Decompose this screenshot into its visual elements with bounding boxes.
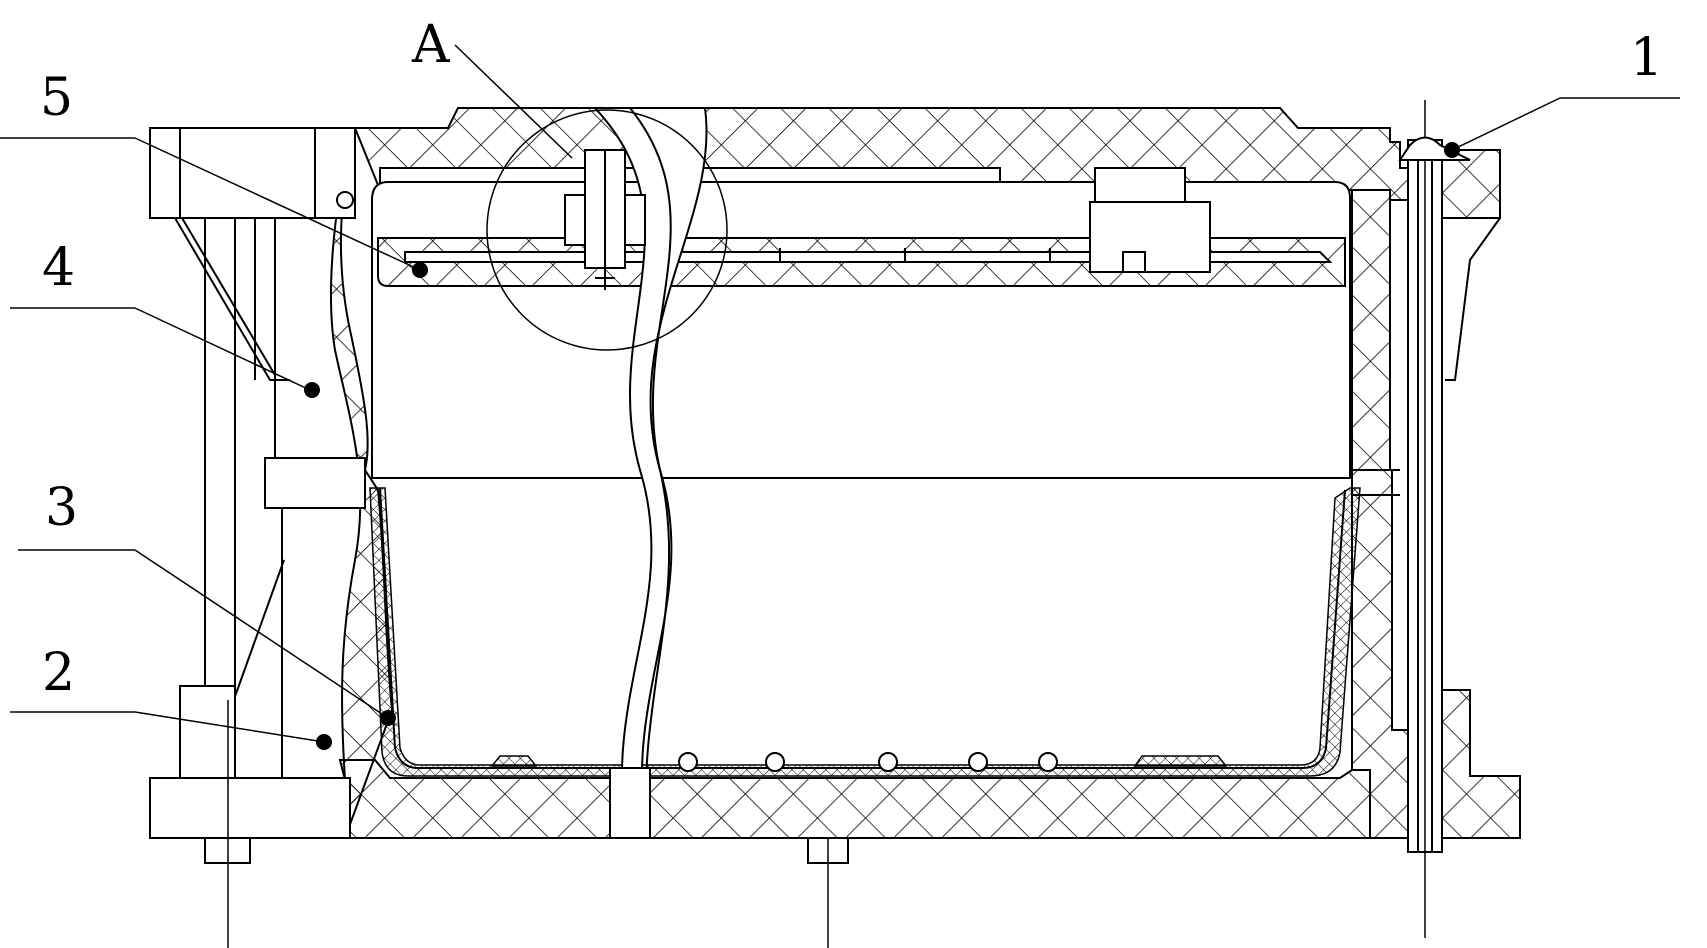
label-5: 5 xyxy=(40,68,73,128)
label-3: 3 xyxy=(45,478,78,538)
callout-4: 4 xyxy=(10,238,320,398)
callout-4-dot xyxy=(304,382,320,398)
label-a: A xyxy=(411,15,451,75)
callout-5: 5 xyxy=(0,68,428,278)
left-bracket xyxy=(149,127,366,948)
label-2: 2 xyxy=(42,643,75,703)
label-1: 1 xyxy=(1630,28,1663,88)
callout-3-dot xyxy=(380,710,396,726)
callout-1: 1 xyxy=(1444,28,1680,158)
detail-a-bolt xyxy=(486,109,728,351)
callout-2: 2 xyxy=(10,643,332,750)
callout-2-dot xyxy=(316,734,332,750)
bottom-studs xyxy=(609,767,849,948)
callout-3: 3 xyxy=(18,478,396,726)
lower-bowl xyxy=(369,469,1400,777)
callout-a: A xyxy=(411,15,573,159)
upper-chamber xyxy=(371,167,1351,479)
right-rod xyxy=(1398,100,1501,938)
label-4: 4 xyxy=(42,238,75,298)
callout-5-dot xyxy=(412,262,428,278)
callout-1-dot xyxy=(1444,142,1460,158)
